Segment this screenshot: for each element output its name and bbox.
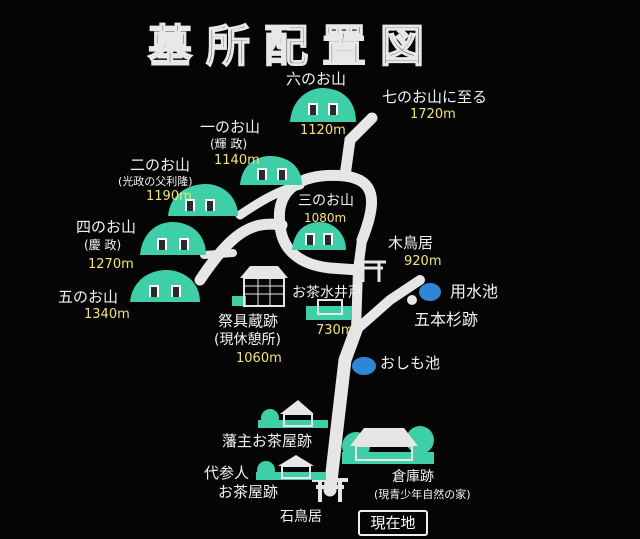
label-mountain-5: 五のお山 bbox=[58, 288, 119, 306]
elev-mountain-6: 1120m bbox=[300, 123, 346, 138]
label-warehouse-note: (現青少年自然の家) bbox=[374, 488, 471, 501]
elev-storehouse: 1060m bbox=[236, 351, 282, 366]
elev-mountain-5: 1340m bbox=[84, 307, 130, 322]
pond-oshimo bbox=[352, 357, 376, 375]
map-title: 墓所配置図 bbox=[147, 20, 438, 73]
storehouse-icon bbox=[232, 266, 288, 307]
mound-2 bbox=[168, 184, 238, 216]
elev-mountain-3: 1080m bbox=[304, 211, 347, 225]
elev-mountain-2: 1190m bbox=[146, 189, 192, 204]
elev-mountain-4: 1270m bbox=[88, 257, 134, 272]
elev-torii-wood: 920m bbox=[404, 254, 442, 269]
note-mountain-1: (輝 政) bbox=[210, 137, 248, 151]
elev-mountain-7: 1720m bbox=[410, 107, 456, 122]
mound-6 bbox=[290, 88, 356, 122]
label-pond-oshimo: おしも池 bbox=[380, 354, 441, 372]
elev-mountain-1: 1140m bbox=[214, 153, 260, 168]
label-mountain-7: 七のお山に至る bbox=[382, 88, 488, 106]
path-network bbox=[194, 112, 425, 497]
label-teahouse-proxy-2: お茶屋跡 bbox=[218, 483, 279, 501]
mound-1 bbox=[240, 156, 302, 185]
teahouse-lord-icon bbox=[258, 400, 328, 428]
label-teahouse-proxy-1: 代参人 bbox=[204, 464, 250, 482]
label-cedars: 五本杉跡 bbox=[414, 310, 479, 329]
pond-water bbox=[407, 283, 441, 305]
label-mountain-4: 四のお山 bbox=[76, 218, 137, 236]
label-storehouse: 祭具蔵跡 bbox=[218, 312, 279, 330]
note-mountain-2: (光政の父利隆) bbox=[118, 175, 193, 188]
current-location-badge: 現在地 bbox=[358, 510, 428, 536]
mound-4 bbox=[140, 222, 206, 255]
torii-wood-icon bbox=[356, 260, 386, 282]
teahouse-proxy-icon bbox=[256, 455, 326, 480]
label-torii-wood: 木鳥居 bbox=[388, 234, 434, 252]
mound-3 bbox=[292, 222, 346, 250]
label-storehouse-note: (現休憩所) bbox=[214, 332, 281, 348]
mound-5 bbox=[130, 270, 200, 302]
label-mountain-1: 一のお山 bbox=[200, 118, 261, 136]
label-warehouse: 倉庫跡 bbox=[392, 469, 434, 485]
note-mountain-4: (慶 政) bbox=[84, 238, 122, 252]
label-mountain-3: 三のお山 bbox=[298, 193, 354, 209]
label-pond-water: 用水池 bbox=[450, 282, 499, 301]
label-mountain-2: 二のお山 bbox=[130, 156, 191, 174]
label-teahouse-lord: 藩主お茶屋跡 bbox=[222, 432, 313, 450]
elev-well: 730m bbox=[316, 323, 354, 338]
warehouse-icon bbox=[342, 426, 434, 464]
label-torii-stone: 石鳥居 bbox=[280, 509, 322, 525]
well-icon bbox=[306, 299, 352, 320]
label-well: お茶水井戸 bbox=[292, 285, 362, 301]
label-mountain-6: 六のお山 bbox=[286, 70, 347, 88]
